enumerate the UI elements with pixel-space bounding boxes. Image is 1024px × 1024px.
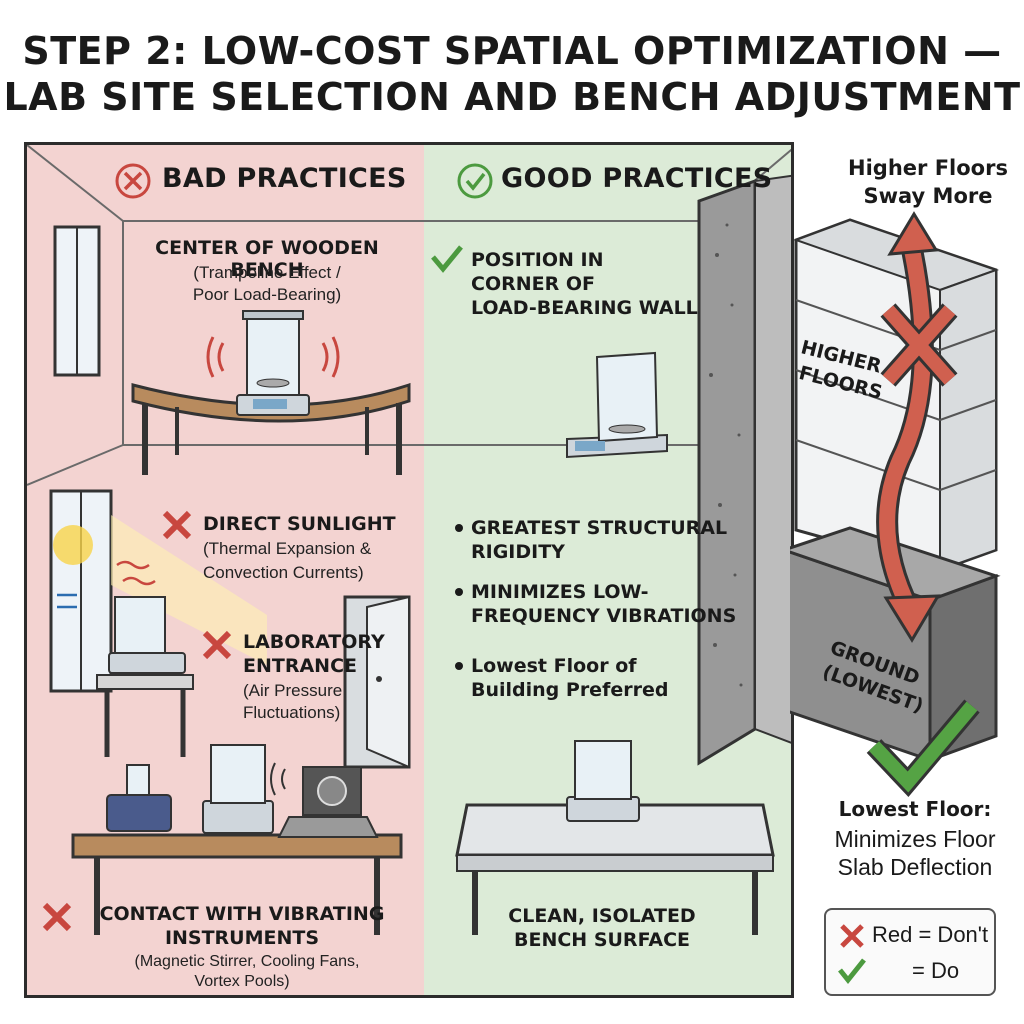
good-practices-header: GOOD PRACTICES <box>501 163 773 194</box>
corner-line-3: LOAD-BEARING WALL <box>471 297 698 319</box>
legend-x-icon <box>840 924 864 948</box>
lab-room-illustration: BAD PRACTICES CENTER OF WOODEN BENCH (Tr… <box>24 142 794 998</box>
load-bearing-wall <box>697 174 791 766</box>
entrance-detail-2: Fluctuations) <box>243 703 341 722</box>
higher-floors-x-icon <box>880 303 958 387</box>
sunlight-window <box>49 489 267 693</box>
side-table-balance <box>96 596 194 757</box>
clean-isolated-bench <box>455 740 775 935</box>
entrance-label-1: LABORATORY <box>243 631 385 653</box>
sway-arrow <box>876 211 941 643</box>
room-scene <box>27 145 791 935</box>
wooden-bench-bowed <box>131 382 411 475</box>
bullet-3-line-1: Lowest Floor of <box>471 655 637 677</box>
legend: Red = Don't = Do <box>824 908 996 996</box>
clean-bench-line-1: CLEAN, ISOLATED <box>508 905 696 927</box>
ground-check-icon <box>866 699 980 798</box>
bullet-1-line-1: GREATEST STRUCTURAL <box>471 517 728 539</box>
lowest-floor-title: Lowest Floor: <box>838 797 992 821</box>
lowest-floor-line-1: Minimizes Floor <box>834 826 996 852</box>
bullet-2-line-1: MINIMIZES LOW- <box>471 581 649 603</box>
building-diagram <box>790 211 1001 798</box>
legend-green-label: = Do <box>912 958 960 983</box>
corner-line-2: CORNER OF <box>471 273 595 295</box>
bullet-dots <box>455 524 463 670</box>
sway-note-line-2: Sway More <box>863 184 993 208</box>
entrance-detail-1: (Air Pressure <box>243 681 343 700</box>
vibrating-detail-2: Vortex Pools) <box>194 973 290 990</box>
vibrating-label-1: CONTACT WITH VIBRATING <box>99 903 385 925</box>
wooden-bench-label: CENTER OF WOODEN BENCH <box>155 237 379 282</box>
corner-line-1: POSITION IN <box>471 249 604 271</box>
lab-entrance-door <box>343 595 411 769</box>
vibrating-x-icon <box>42 902 72 932</box>
legend-red-label: Red = Don't <box>872 922 989 947</box>
page-title-line1: STEP 2: LOW-COST SPATIAL OPTIMIZATION — <box>22 29 1002 73</box>
sway-note-line-1: Higher Floors <box>848 156 1008 180</box>
sunlight-detail-1: (Thermal Expansion & <box>203 539 372 558</box>
entrance-label-2: ENTRANCE <box>243 655 357 677</box>
balance-in-corner <box>566 351 668 459</box>
vibrating-label-2: INSTRUMENTS <box>164 927 320 949</box>
wooden-bench-detail-2: Poor Load-Bearing) <box>192 285 342 304</box>
lowest-floor-line-2: Slab Deflection <box>837 854 993 880</box>
page-title-line2: LAB SITE SELECTION AND BENCH ADJUSTMENT <box>3 75 1021 119</box>
bullet-2-line-2: FREQUENCY VIBRATIONS <box>471 605 737 627</box>
upper-window <box>53 225 101 377</box>
sunlight-x-icon <box>162 510 192 540</box>
sunlight-detail-2: Convection Currents) <box>203 563 364 582</box>
sunlight-label: DIRECT SUNLIGHT <box>203 513 396 535</box>
entrance-x-icon <box>202 630 232 660</box>
good-header-check-icon <box>457 163 493 199</box>
wooden-bench-detail-1: (Trampoline Effect / <box>193 263 341 282</box>
bad-header-x-icon <box>115 163 151 199</box>
bullet-3-line-2: Building Preferred <box>471 679 669 701</box>
legend-check-icon <box>838 958 866 985</box>
balance-on-wooden-bench <box>206 310 340 416</box>
bullet-1-line-2: RIGIDITY <box>471 541 565 563</box>
clean-bench-line-2: BENCH SURFACE <box>514 929 690 951</box>
shared-bench-vibrating <box>71 744 403 935</box>
vibrating-detail-1: (Magnetic Stirrer, Cooling Fans, <box>134 953 360 970</box>
corner-check-icon <box>431 245 463 273</box>
legend-icons <box>838 924 866 985</box>
bad-practices-header: BAD PRACTICES <box>162 163 407 194</box>
